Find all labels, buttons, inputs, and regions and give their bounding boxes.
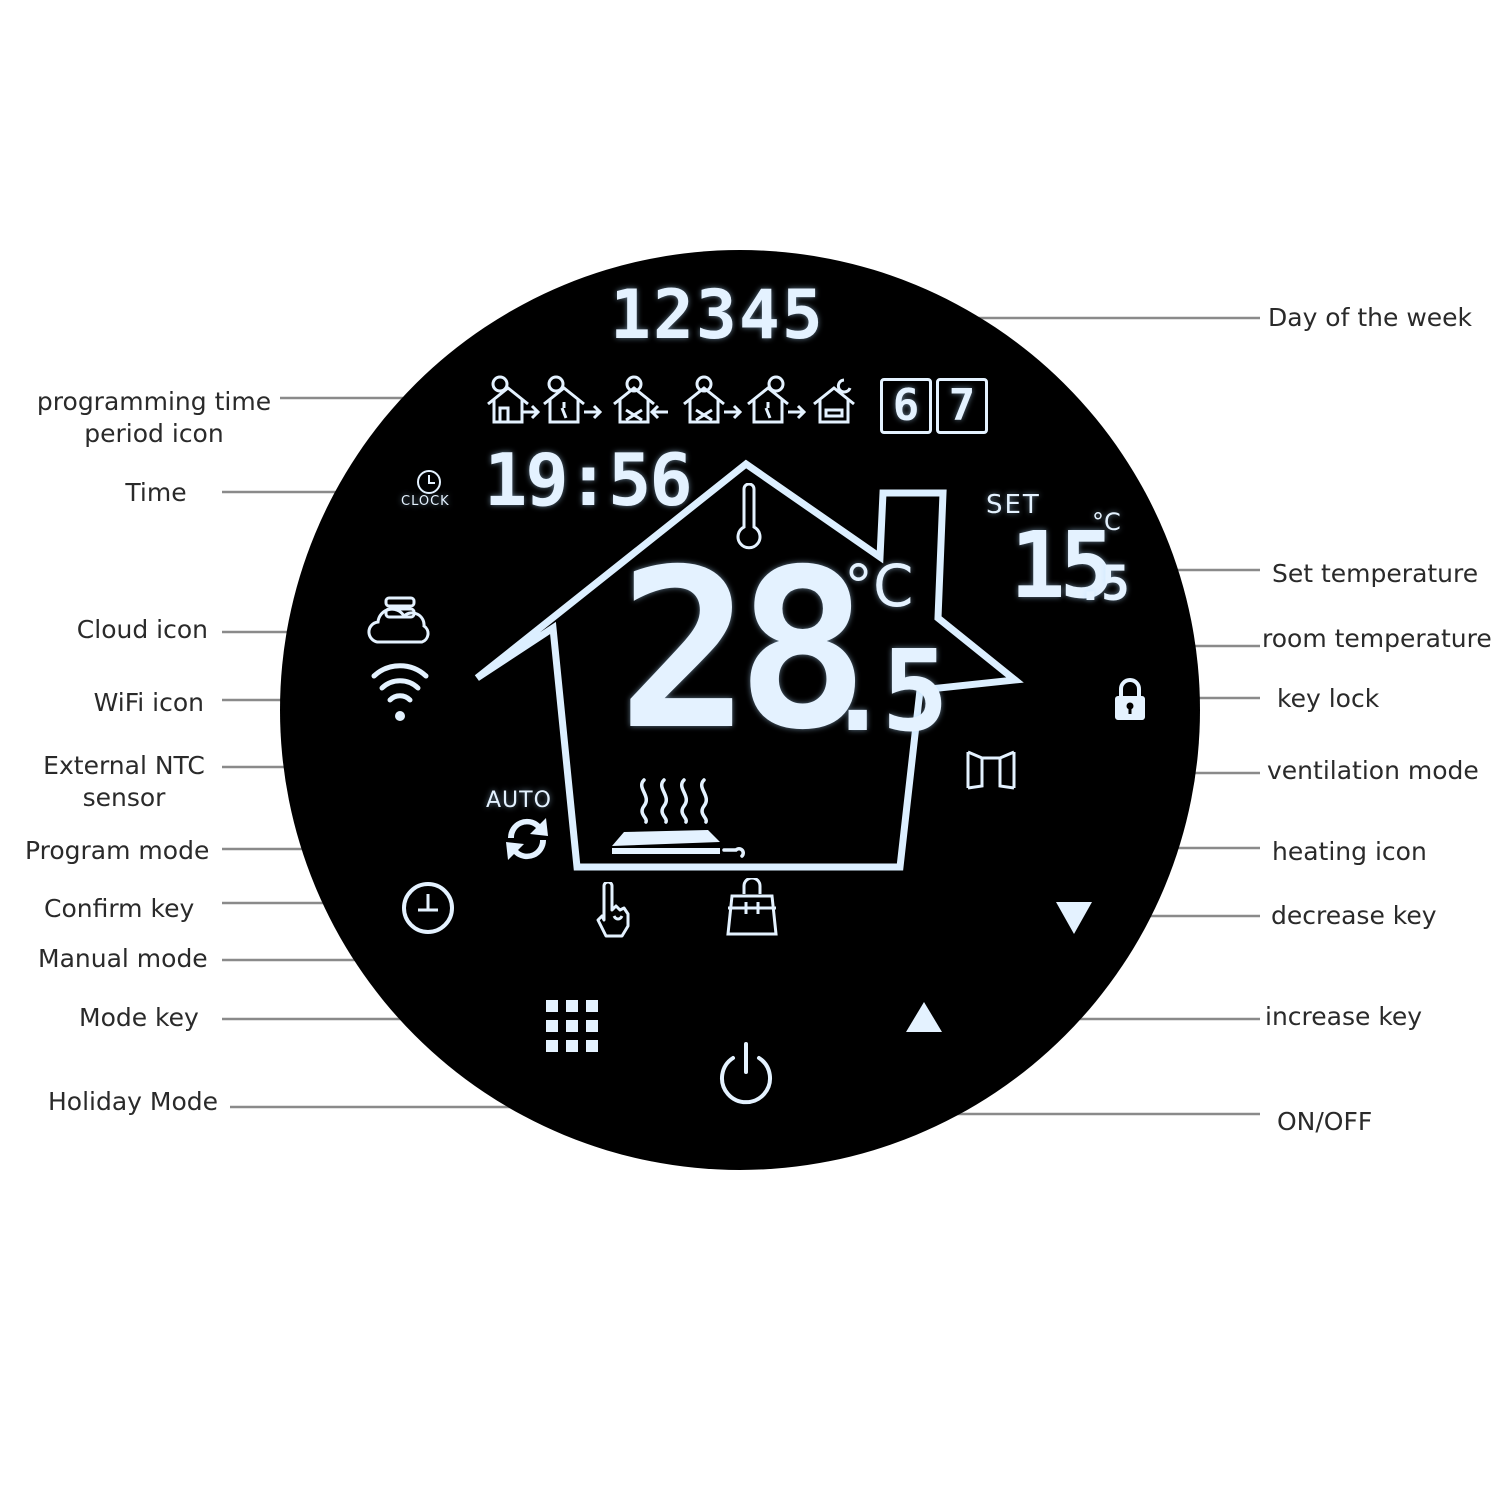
set-temperature-decimal: .5 bbox=[1076, 556, 1130, 612]
house-outline bbox=[474, 459, 1024, 871]
label-room-temperature: room temperature bbox=[1262, 624, 1492, 653]
time-display: 19:56 bbox=[484, 438, 693, 522]
leave-again-icon bbox=[683, 375, 725, 424]
label-programming-time: programming time bbox=[36, 387, 272, 416]
day-seven-box: 7 bbox=[936, 378, 988, 434]
set-temperature-value: 15 bbox=[1010, 512, 1115, 619]
floor-heating-icon bbox=[608, 776, 748, 866]
power-icon[interactable] bbox=[716, 1040, 776, 1110]
arrow-right-icon bbox=[788, 404, 807, 420]
label-mode-key: Mode key bbox=[79, 1003, 199, 1032]
clock-caption: CLOCK bbox=[401, 494, 450, 509]
thermometer-icon bbox=[732, 482, 766, 555]
grid-icon[interactable] bbox=[546, 1000, 598, 1056]
label-external-ntc: External NTC bbox=[43, 751, 205, 780]
label-on-off: ON/OFF bbox=[1277, 1107, 1373, 1136]
period-icons-row bbox=[476, 368, 876, 428]
label-programming-time-line2: period icon bbox=[84, 419, 224, 448]
label-external-ntc-line2: sensor bbox=[82, 783, 166, 812]
arrow-right-icon bbox=[522, 404, 541, 420]
label-ventilation-mode: ventilation mode bbox=[1267, 756, 1479, 785]
label-program-mode: Program mode bbox=[25, 836, 210, 865]
arrow-left-icon bbox=[649, 404, 668, 420]
day-six-box: 6 bbox=[880, 378, 932, 434]
clock-icon[interactable] bbox=[400, 880, 456, 940]
hand-icon bbox=[594, 880, 636, 944]
room-temperature-unit: °C bbox=[844, 552, 914, 620]
label-decrease-key: decrease key bbox=[1271, 901, 1437, 930]
label-wifi-icon: WiFi icon bbox=[93, 688, 204, 717]
leave-home-icon bbox=[543, 375, 585, 424]
label-cloud-icon: Cloud icon bbox=[76, 615, 208, 644]
return-home-icon bbox=[613, 375, 655, 424]
arrow-right-icon bbox=[724, 404, 743, 420]
label-day-of-week: Day of the week bbox=[1268, 303, 1473, 332]
wake-up-icon bbox=[487, 375, 529, 424]
window-icon bbox=[964, 748, 1018, 796]
label-heating-icon: heating icon bbox=[1272, 837, 1427, 866]
label-key-lock: key lock bbox=[1277, 684, 1380, 713]
refresh-icon bbox=[500, 812, 554, 870]
label-holiday-mode: Holiday Mode bbox=[48, 1087, 219, 1116]
label-set-temperature: Set temperature bbox=[1272, 559, 1479, 588]
label-confirm-key: Confirm key bbox=[44, 894, 195, 923]
set-unit: °C bbox=[1092, 508, 1121, 536]
auto-caption: AUTO bbox=[486, 788, 552, 813]
cloud-icon bbox=[366, 596, 434, 652]
days-of-week: 12345 bbox=[610, 276, 825, 355]
set-caption: SET bbox=[986, 490, 1041, 520]
room-temperature-value: 28 bbox=[618, 522, 869, 778]
label-manual-mode: Manual mode bbox=[38, 944, 208, 973]
return-again-icon bbox=[747, 375, 789, 424]
clock-caption-icon bbox=[415, 468, 443, 500]
room-temperature-decimal: .5 bbox=[824, 627, 949, 757]
bag-icon bbox=[724, 876, 780, 944]
thermostat-display: 12345 bbox=[280, 250, 1200, 1170]
label-time: Time bbox=[125, 478, 187, 507]
lock-icon[interactable] bbox=[1112, 678, 1148, 726]
arrow-right-icon bbox=[584, 404, 603, 420]
triangle-up-icon[interactable] bbox=[904, 1000, 944, 1038]
sleep-icon bbox=[813, 378, 855, 424]
label-increase-key: increase key bbox=[1265, 1002, 1423, 1031]
wifi-icon bbox=[370, 660, 430, 728]
triangle-down-icon[interactable] bbox=[1054, 900, 1094, 940]
